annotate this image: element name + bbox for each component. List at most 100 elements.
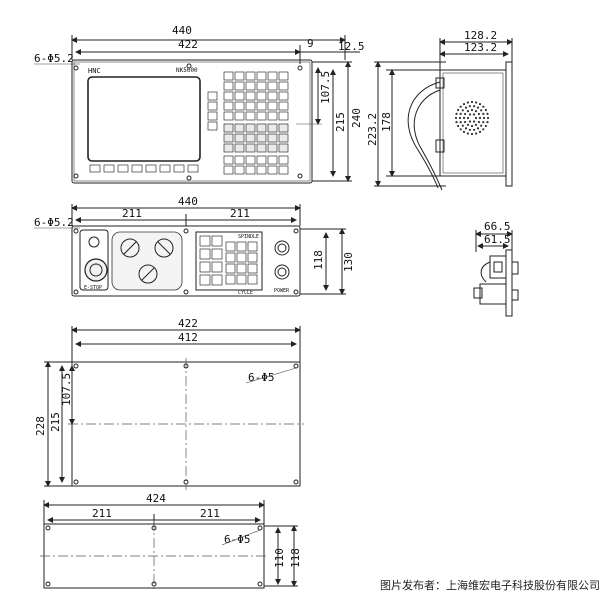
grille-hole	[468, 105, 471, 108]
grille-hole	[476, 106, 480, 109]
model-label: NK5000	[176, 67, 198, 74]
keypad-key	[223, 155, 234, 165]
keypad-key	[256, 123, 267, 133]
keypad-key	[245, 133, 256, 143]
dim-side-height-inner: 178	[380, 112, 393, 132]
keypad-key	[278, 123, 289, 133]
dim-cut-inner-height: 215	[49, 412, 62, 432]
grille-hole	[477, 120, 480, 124]
dim-op-holes-note: 6-Φ5.2	[34, 216, 74, 229]
dim-cut-outer-width: 422	[178, 317, 198, 330]
keypad-key	[267, 101, 278, 111]
operator-key	[211, 274, 223, 286]
dim-front-right-margin: 12.5	[338, 40, 365, 53]
dim-front-keypad-height: 107.5	[319, 71, 332, 104]
keypad-key	[223, 123, 234, 133]
dim-side-height-outer: 223.2	[366, 113, 379, 146]
grille-hole	[486, 116, 490, 120]
grille-hole	[468, 113, 472, 116]
dim-small-side-inner: 61.5	[484, 233, 511, 246]
grille-hole	[459, 121, 462, 124]
operator-keys	[199, 235, 258, 286]
keypad-key	[278, 81, 289, 91]
keypad-key	[245, 81, 256, 91]
grille-hole	[459, 128, 462, 131]
grille-hole	[461, 109, 464, 112]
dim-cut2-holes-note: 6-Φ5	[224, 533, 251, 546]
operator-key	[211, 248, 223, 260]
keypad-key	[256, 81, 267, 91]
keypad-key	[256, 71, 267, 81]
dim-side-width-outer: 128.2	[464, 29, 497, 42]
operator-key	[236, 263, 247, 274]
grille-hole	[476, 127, 480, 130]
keypad-key	[234, 123, 245, 133]
dim-front-right-offset: 9	[307, 37, 314, 50]
grille-hole	[474, 123, 478, 126]
grille-hole	[470, 100, 474, 104]
keypad-key	[267, 71, 278, 81]
dim-side-width-inner: 123.2	[464, 41, 497, 54]
keypad-key	[256, 155, 267, 165]
grille-hole	[482, 128, 485, 131]
keypad-key	[245, 123, 256, 133]
keypad-key	[223, 81, 234, 91]
grille-hole	[464, 127, 468, 130]
keypad-key	[267, 81, 278, 91]
keypad	[207, 71, 289, 175]
grille-hole	[464, 106, 468, 109]
operator-key	[199, 274, 211, 286]
dim-cut2-outer-height: 118	[289, 548, 302, 568]
keypad-key	[267, 155, 278, 165]
grille-hole	[468, 128, 471, 131]
grille-hole	[466, 123, 470, 126]
operator-key	[199, 261, 211, 273]
dim-cut2-overall-width: 424	[146, 492, 166, 505]
keypad-key	[278, 111, 289, 121]
grille-hole	[478, 116, 482, 120]
grille-hole	[466, 116, 470, 120]
keypad-key	[256, 91, 267, 101]
keypad-key	[245, 165, 256, 175]
soft-keys	[89, 164, 199, 173]
cutout-large-view: 422 412 6-Φ5 228 215 107.5	[34, 317, 304, 490]
operator-key	[225, 252, 236, 263]
keypad-key	[207, 101, 218, 111]
grille-hole	[459, 105, 462, 108]
keypad-key	[223, 91, 234, 101]
keypad-key	[245, 143, 256, 153]
keypad-key	[234, 101, 245, 111]
grille-hole	[462, 103, 466, 106]
small-side-view: 66.5 61.5	[473, 220, 519, 317]
grille-hole	[477, 112, 480, 116]
grille-hole	[475, 132, 478, 135]
grille-hole	[470, 124, 474, 128]
keypad-key	[223, 165, 234, 175]
grille-hole	[475, 101, 478, 104]
operator-key	[247, 263, 258, 274]
keypad-key	[278, 133, 289, 143]
operator-key	[236, 274, 247, 285]
dim-cut2-left-half: 211	[92, 507, 112, 520]
grille-hole	[457, 124, 460, 128]
keypad-key	[234, 111, 245, 121]
front-view: 440 422 9 12.5 6-Φ5.2 HNC NK5000 240	[34, 24, 365, 184]
power-label: POWER	[274, 288, 290, 294]
dim-cut-outer-height: 228	[34, 416, 47, 436]
keypad-key	[245, 101, 256, 111]
keypad-key	[267, 165, 278, 175]
grille-hole	[466, 132, 469, 135]
keypad-key	[223, 71, 234, 81]
grille-hole	[474, 116, 478, 120]
grille-hole	[468, 120, 472, 123]
grille-hole	[473, 128, 476, 131]
grille-hole	[462, 116, 466, 120]
keypad-key	[278, 165, 289, 175]
keypad-key	[223, 133, 234, 143]
keypad-key	[256, 111, 267, 121]
grille-hole	[484, 124, 487, 128]
grille-hole	[459, 112, 462, 115]
dim-cut2-inner-height: 110	[273, 548, 286, 568]
keypad-key	[245, 155, 256, 165]
